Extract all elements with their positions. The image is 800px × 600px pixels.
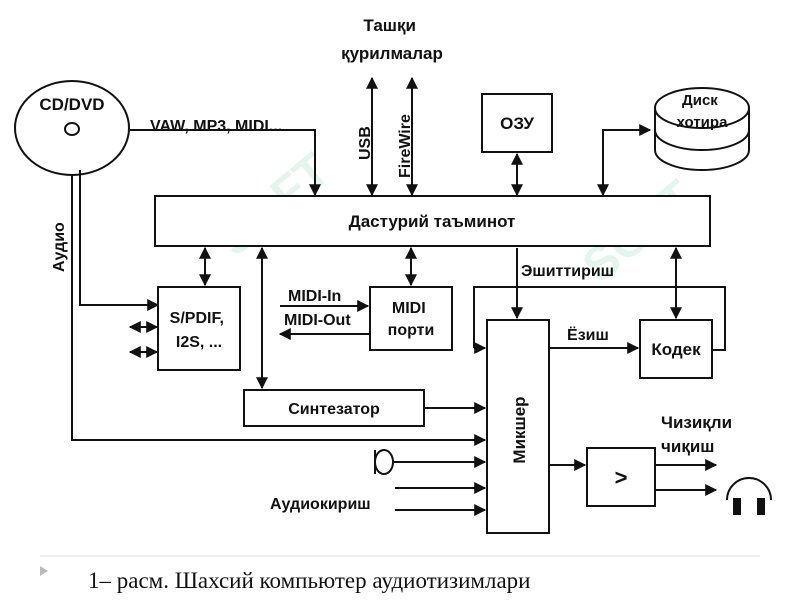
external-devices-line-1: Ташқи [363,16,416,35]
codec-box [639,319,713,379]
audio-label: Аудио [51,222,68,272]
listen-loop-line [473,286,726,351]
cd-to-software-arrow [130,129,321,197]
software-label: Дастурий таъминот [349,212,516,231]
amplifier-box [586,447,656,507]
midi-port-box [369,286,453,351]
midi-port-line-2: порти [388,322,435,339]
line-out-line-1: Чизиқли [661,413,732,432]
write-label: Ёзиш [567,326,609,344]
midi-port-line-1: MIDI [392,300,426,317]
ram-box [481,93,553,153]
amplifier-symbol: > [615,465,628,490]
figure-caption: 1– расм. Шахсий компьютер аудиотизимлари [88,568,530,593]
disk-label: Диск хотира [677,92,728,131]
spdif-box [157,286,241,371]
midi-out-label: MIDI-Out [284,312,351,329]
listen-label: Эшиттириш [521,263,614,280]
microphone-icon [374,449,394,475]
spdif-line-1: S/PDIF, [170,310,224,327]
ram-label: ОЗУ [500,114,534,133]
cd-dvd-label: CD/DVD [39,95,104,114]
audio-in-label: Аудиокириш [270,496,371,513]
line-out-label: Чизиқли чиқиш [661,413,737,456]
software-box [154,195,711,247]
cd-audio-to-mixer-arrow [71,176,487,446]
external-devices-line-2: қурилмалар [341,44,443,63]
midi-in-label: MIDI-In [288,288,341,305]
disk-software-line [597,124,652,197]
synth-box [243,389,425,427]
mixer-box [486,319,550,534]
disk-label-line-2: хотира [677,114,728,131]
mixer-label: Микшер [510,396,529,463]
external-devices-label: Ташқи қурилмалар [341,16,443,63]
spdif-label: S/PDIF, I2S, ... [170,310,229,351]
cd-dvd-disc: CD/DVD [14,80,130,176]
caption-bullet-icon [40,566,48,576]
usb-label: USB [357,126,374,160]
codec-label: Кодек [651,340,701,359]
firewire-label: FireWire [397,114,414,178]
cd-to-spdif-arrow [79,170,160,311]
formats-label: VAW, MP3, MIDI... [150,118,282,135]
line-out-line-2: чиқиш [661,437,714,456]
headphones-icon [726,477,772,515]
disk-storage: Диск хотира [654,87,750,171]
disk-label-line-1: Диск [682,92,718,109]
spdif-line-2: I2S, ... [176,334,222,351]
midi-port-label: MIDI порти [388,300,435,339]
synth-label: Синтезатор [288,401,380,418]
